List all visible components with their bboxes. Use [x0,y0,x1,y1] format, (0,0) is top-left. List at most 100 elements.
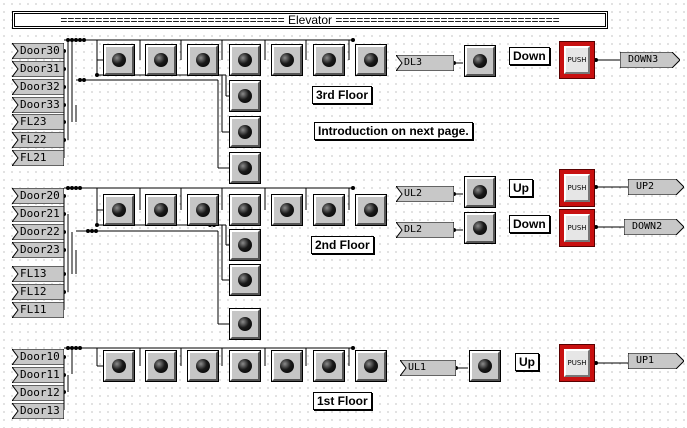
tag-label: DL2 [404,224,423,235]
input-tag[interactable]: Door33 [12,97,64,113]
tag-label: Door13 [20,404,60,417]
input-tag[interactable]: FL13 [12,266,64,282]
lamp-indicator[interactable] [230,81,260,111]
lamp-indicator[interactable] [272,195,302,225]
lamp-indicator[interactable] [230,117,260,147]
lamp-indicator[interactable] [146,351,176,381]
output-tag-up1[interactable]: UP1 [628,353,684,369]
push-button-face: PUSH [564,349,590,377]
lamp-indicator[interactable] [272,45,302,75]
direction-label-up: Up [515,353,539,371]
lamp-indicator[interactable] [465,46,495,76]
lamp-indicator[interactable] [146,45,176,75]
direction-label-down: Down [509,47,550,65]
lamp-indicator[interactable] [188,45,218,75]
input-tag[interactable]: Door21 [12,206,64,222]
lamp-bulb-icon [196,53,210,67]
lamp-bulb-icon [196,359,210,373]
tag-label: DOWN2 [632,221,663,232]
lamp-indicator[interactable] [188,351,218,381]
lamp-indicator[interactable] [356,45,386,75]
tag-label: Door33 [20,98,60,111]
lamp-bulb-icon [238,89,252,103]
floor-label-3rd: 3rd Floor [312,86,373,104]
lamp-indicator[interactable] [188,195,218,225]
lamp-indicator[interactable] [230,265,260,295]
tag-label: DOWN3 [628,54,659,65]
output-tag-up2[interactable]: UP2 [628,179,684,195]
lamp-bulb-icon [473,185,487,199]
input-tag[interactable]: Door11 [12,367,64,383]
lamp-bulb-icon [154,53,168,67]
lamp-indicator[interactable] [104,351,134,381]
indicator-tag-dl3[interactable]: DL3 [396,55,454,71]
indicator-tag-dl2[interactable]: DL2 [396,222,454,238]
input-tag[interactable]: Door23 [12,242,64,258]
input-tag[interactable]: Door13 [12,403,64,419]
lamp-indicator[interactable] [230,195,260,225]
lamp-bulb-icon [364,53,378,67]
output-tag-down2[interactable]: DOWN2 [624,219,684,235]
tag-label: Door20 [20,189,60,202]
lamp-bulb-icon [196,203,210,217]
elevator-title-banner: ================================ Elevato… [12,11,608,29]
tag-label: UL1 [408,362,427,373]
lamp-bulb-icon [112,53,126,67]
lamp-indicator[interactable] [230,351,260,381]
push-button-down3[interactable]: PUSH [559,41,595,79]
lamp-indicator[interactable] [465,213,495,243]
lamp-indicator[interactable] [230,309,260,339]
lamp-indicator[interactable] [230,153,260,183]
input-tag[interactable]: FL12 [12,284,64,300]
lamp-indicator[interactable] [230,45,260,75]
lamp-bulb-icon [238,359,252,373]
lamp-indicator[interactable] [356,351,386,381]
input-tag[interactable]: FL21 [12,150,64,166]
lamp-indicator[interactable] [470,351,500,381]
input-tag[interactable]: Door32 [12,79,64,95]
tag-label: Door22 [20,225,60,238]
lamp-bulb-icon [112,359,126,373]
input-tag[interactable]: FL11 [12,302,64,318]
push-button-down2[interactable]: PUSH [559,209,595,247]
input-tag[interactable]: Door20 [12,188,64,204]
input-tag[interactable]: Door10 [12,349,64,365]
lamp-bulb-icon [478,359,492,373]
lamp-indicator[interactable] [272,351,302,381]
indicator-tag-ul2[interactable]: UL2 [396,186,454,202]
output-tag-down3[interactable]: DOWN3 [620,52,680,68]
lamp-bulb-icon [322,203,336,217]
input-tag[interactable]: FL23 [12,114,64,130]
lamp-indicator[interactable] [314,351,344,381]
lamp-indicator[interactable] [465,177,495,207]
input-tag[interactable]: FL22 [12,132,64,148]
push-button-up1[interactable]: PUSH [559,344,595,382]
lamp-indicator[interactable] [230,230,260,260]
lamp-bulb-icon [280,203,294,217]
lamp-indicator[interactable] [104,45,134,75]
introduction-note: Introduction on next page. [314,122,473,140]
input-tag[interactable]: Door30 [12,43,64,59]
floor-label-2nd: 2nd Floor [311,236,374,254]
input-tag[interactable]: Door12 [12,385,64,401]
push-button-face: PUSH [564,214,590,242]
push-button-face: PUSH [564,174,590,202]
direction-label-up: Up [509,179,533,197]
lamp-bulb-icon [154,203,168,217]
lamp-indicator[interactable] [314,45,344,75]
lamp-indicator[interactable] [146,195,176,225]
tag-label: FL22 [20,133,47,146]
lamp-indicator[interactable] [314,195,344,225]
tag-label: UL2 [404,188,423,199]
indicator-tag-ul1[interactable]: UL1 [400,360,456,376]
lamp-bulb-icon [364,359,378,373]
tag-label: UP2 [636,181,655,192]
push-button-up2[interactable]: PUSH [559,169,595,207]
input-tag[interactable]: Door31 [12,61,64,77]
lamp-indicator[interactable] [356,195,386,225]
input-tag[interactable]: Door22 [12,224,64,240]
lamp-indicator[interactable] [104,195,134,225]
lamp-bulb-icon [280,53,294,67]
lamp-bulb-icon [154,359,168,373]
